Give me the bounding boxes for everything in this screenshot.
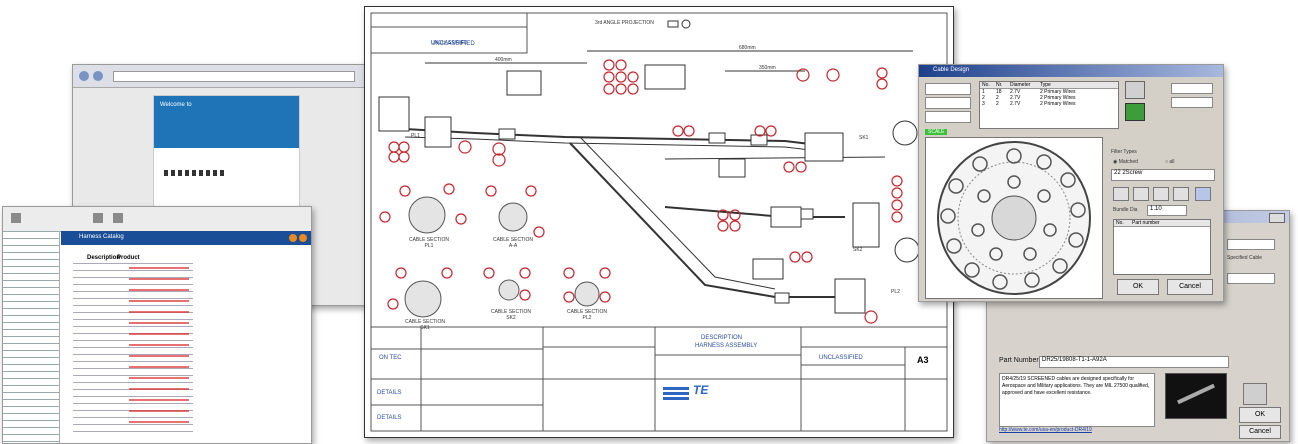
projection-label: 3rd ANGLE PROJECTION	[595, 20, 654, 26]
refresh-icon[interactable]	[1195, 187, 1211, 201]
harness-drawing: UNCLASSIFIED	[370, 12, 948, 432]
ok-button[interactable]: OK	[1239, 407, 1281, 423]
connector-label-sk1: SK1	[859, 135, 869, 141]
spinner-3[interactable]	[925, 111, 971, 123]
cross-section-graphic	[937, 141, 1091, 295]
table-row[interactable]: 2 2 2.7V 2 Primary Wires	[982, 95, 1076, 101]
classification-label: UNCLASSIFIED	[431, 40, 468, 46]
zoom-icon[interactable]	[1153, 187, 1169, 201]
cable-design-dialog: Cable Design No. Nr. Diameter Type 1 18 …	[918, 64, 1224, 302]
cancel-button[interactable]: Cancel	[1239, 425, 1281, 439]
address-bar[interactable]	[113, 71, 355, 82]
header-bar: Harness Catalog	[61, 231, 311, 245]
close-icon[interactable]	[1269, 213, 1285, 223]
col-header-2: Product	[117, 255, 140, 261]
dim-left: 400mm	[495, 57, 512, 63]
dialog-titlebar: Cable Design	[919, 65, 1223, 77]
table-header: No. Nr. Diameter Type	[980, 82, 1118, 89]
arrow-right-icon[interactable]	[1173, 187, 1189, 201]
toolbar	[73, 65, 391, 88]
cancel-button[interactable]: Cancel	[1167, 279, 1213, 295]
right-label: Specified Cable	[1227, 255, 1263, 261]
connector-label-pl1: PL1	[411, 133, 420, 139]
balloon-group	[388, 59, 903, 324]
table-row[interactable]: 1 18 2.7V 2 Primary Wires	[982, 89, 1076, 95]
tool-icon[interactable]	[11, 213, 21, 223]
cable-sections	[379, 183, 611, 318]
connector-label-pl2: PL2	[891, 289, 900, 295]
combo-2[interactable]	[1227, 273, 1275, 284]
title-block-classification: UNCLASSIFIED	[819, 355, 863, 361]
tool-icon[interactable]	[1243, 383, 1267, 405]
wire-table[interactable]: No. Nr. Diameter Type 1 18 2.7V 2 Primar…	[979, 81, 1119, 129]
bundle-label: Bundle Dia	[1113, 207, 1138, 213]
spinner-2[interactable]	[925, 97, 971, 109]
catalog-window: Harness Catalog Description Product	[2, 206, 312, 444]
link[interactable]: http://www.te.com/usa-en/product-DR4/19	[999, 427, 1092, 433]
icon-strip	[164, 170, 224, 176]
list-header: No. Part number	[1114, 220, 1210, 227]
help-icon[interactable]	[289, 234, 297, 242]
radio-all[interactable]: ○ all	[1165, 159, 1175, 165]
filter-label: Filter Types	[1111, 149, 1137, 155]
col-header: Description	[87, 255, 121, 261]
close-icon[interactable]	[299, 234, 307, 242]
arrow-left-icon[interactable]	[1133, 187, 1149, 201]
part-number-label: Part Number	[999, 357, 1039, 364]
header-title: Harness Catalog	[79, 234, 124, 240]
title-block-description-label: DESCRIPTION	[701, 335, 743, 341]
dialog-title: Cable Design	[933, 67, 970, 73]
tool-icon[interactable]	[113, 213, 123, 223]
title-block-description: HARNESS ASSEMBLY	[695, 343, 758, 349]
connector-label-sk2: SK2	[853, 247, 863, 253]
scale-tag: SCALE	[925, 129, 948, 135]
field-right-2[interactable]	[1171, 97, 1213, 108]
part-number-input[interactable]: DR25/19808-T1-1-A92A	[1039, 356, 1229, 368]
green-icon[interactable]	[1125, 103, 1145, 121]
dim-top: 680mm	[739, 45, 756, 51]
nav-buttons[interactable]	[1113, 187, 1211, 201]
te-logo: TE	[693, 383, 709, 397]
edit-icon[interactable]	[1125, 81, 1145, 99]
combo-1[interactable]	[1227, 239, 1275, 250]
cable-cross-section	[925, 137, 1103, 299]
product-image	[1165, 373, 1227, 419]
sheet-size: A3	[917, 355, 929, 365]
forward-button[interactable]	[93, 71, 103, 81]
spinner-1[interactable]	[925, 83, 971, 95]
svg-text:UNCLASSIFIED: UNCLASSIFIED	[431, 41, 475, 47]
tree-panel[interactable]	[3, 231, 60, 443]
radio-matched[interactable]: ◉ Matched	[1113, 159, 1138, 165]
tool-icon[interactable]	[93, 213, 103, 223]
window-toolbar	[3, 207, 311, 232]
title-block-left-3: DETAILS	[377, 415, 402, 421]
title-block-left-1: ON TEC	[379, 355, 402, 361]
field-right-1[interactable]	[1171, 83, 1213, 94]
blue-banner: Welcome to	[154, 96, 299, 148]
bundle-input[interactable]: 1.10	[1147, 205, 1187, 216]
ok-button[interactable]: OK	[1117, 279, 1159, 295]
value-markers	[129, 267, 189, 427]
banner-title: Welcome to	[160, 102, 192, 108]
table-row[interactable]: 3 2 2.7V 2 Primary Wires	[982, 101, 1076, 107]
dim-right: 350mm	[759, 65, 776, 71]
part-list[interactable]: No. Part number	[1113, 219, 1211, 275]
title-block-left-2: DETAILS	[377, 390, 402, 396]
prev-icon[interactable]	[1113, 187, 1129, 201]
cad-drawing-sheet: UNCLASSIFIED	[364, 6, 954, 438]
description-box: DR4/25/19 SCREENED cables are designed s…	[999, 373, 1155, 427]
type-select[interactable]: 22 2Screw	[1111, 169, 1215, 181]
back-button[interactable]	[79, 71, 89, 81]
